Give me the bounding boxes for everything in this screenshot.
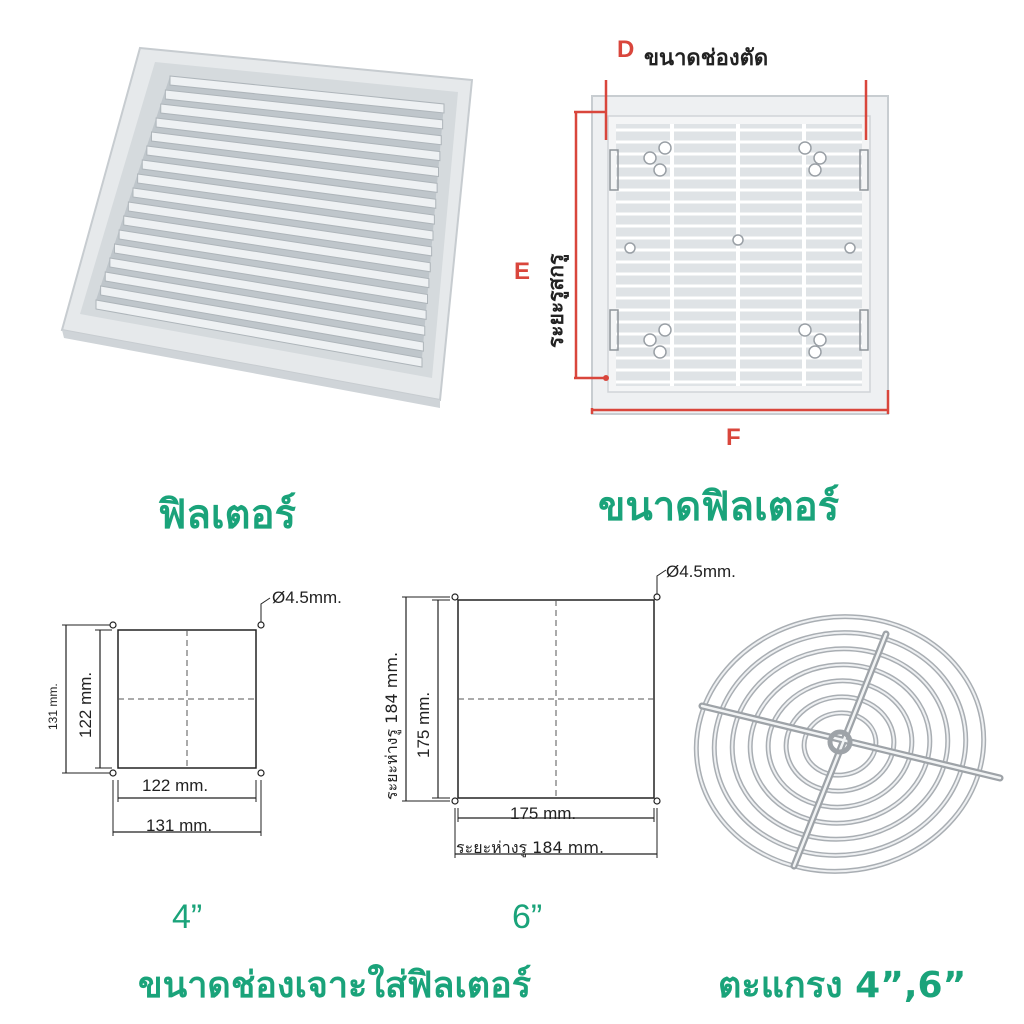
label-f: F	[726, 424, 741, 451]
grille-slat	[146, 145, 438, 193]
inner-width-6in: 175 mm.	[510, 804, 577, 823]
filter-size-diagram: D ขนาดช่องตัด E ระยะรูสกรู F	[514, 30, 1000, 451]
size-label-6in: 6”	[512, 898, 543, 936]
grille-slat	[141, 159, 437, 209]
label-e-text: ระยะรูสกรู	[544, 253, 568, 348]
grill-ring	[731, 647, 949, 841]
grill-ring	[803, 711, 877, 777]
drawing-6in	[402, 569, 667, 858]
filter-size-caption: ขนาดฟิลเตอร์	[598, 484, 840, 530]
fan-grill	[693, 614, 1004, 874]
label-d: D	[617, 36, 635, 63]
grill-ring	[749, 663, 931, 825]
grille-slat	[104, 271, 426, 336]
grille-slats	[95, 75, 445, 368]
grille-slat	[160, 103, 442, 146]
inner-height-4in: 122 mm.	[76, 671, 95, 738]
hole-spacing-height-6in: ระยะห่างรู 184 mm.	[382, 651, 401, 800]
grille-slat	[95, 299, 423, 368]
label-e: E	[514, 258, 531, 285]
grille-slat	[151, 131, 439, 178]
filter-mesh-lines	[616, 124, 862, 386]
grille-slat	[164, 89, 444, 130]
grill-ring	[695, 615, 985, 873]
grill-ring	[785, 695, 895, 793]
hole-dia-6in: Ø4.5mm.	[666, 562, 736, 581]
inner-width-4in: 122 mm.	[142, 776, 209, 795]
label-d-text: ขนาดช่องตัด	[644, 46, 769, 71]
outer-height-4in: 131 mm.	[46, 683, 60, 730]
inner-height-6in: 175 mm.	[414, 691, 433, 758]
outer-width-4in: 131 mm.	[146, 816, 213, 835]
drawing-4in	[62, 597, 271, 836]
hole-spacing-width-6in: ระยะห่างรู 184 mm.	[456, 838, 605, 857]
grille-slat	[123, 215, 431, 273]
grille-slat	[169, 75, 445, 114]
grille-slat	[137, 173, 435, 225]
grille-slat	[155, 117, 441, 162]
grille-slat	[109, 257, 427, 320]
grille-slat	[114, 243, 428, 305]
grill-caption: ตะแกรง 4”,6”	[718, 965, 967, 1006]
grille-slat	[132, 187, 434, 241]
grill-ring	[713, 631, 967, 857]
filter-photo	[60, 40, 480, 410]
size-label-4in: 4”	[172, 898, 203, 936]
grille-slat	[127, 201, 433, 257]
grille-slat	[100, 285, 424, 352]
grille-slat	[118, 229, 430, 289]
filter-photo-caption: ฟิลเตอร์	[158, 492, 296, 538]
filter-photo-drawing	[60, 46, 474, 408]
grill-ring	[767, 679, 913, 809]
cutout-size-caption: ขนาดช่องเจาะใส่ฟิลเตอร์	[138, 965, 532, 1006]
filter-size-drawing	[574, 80, 890, 415]
hole-dia-4in: Ø4.5mm.	[272, 588, 342, 607]
